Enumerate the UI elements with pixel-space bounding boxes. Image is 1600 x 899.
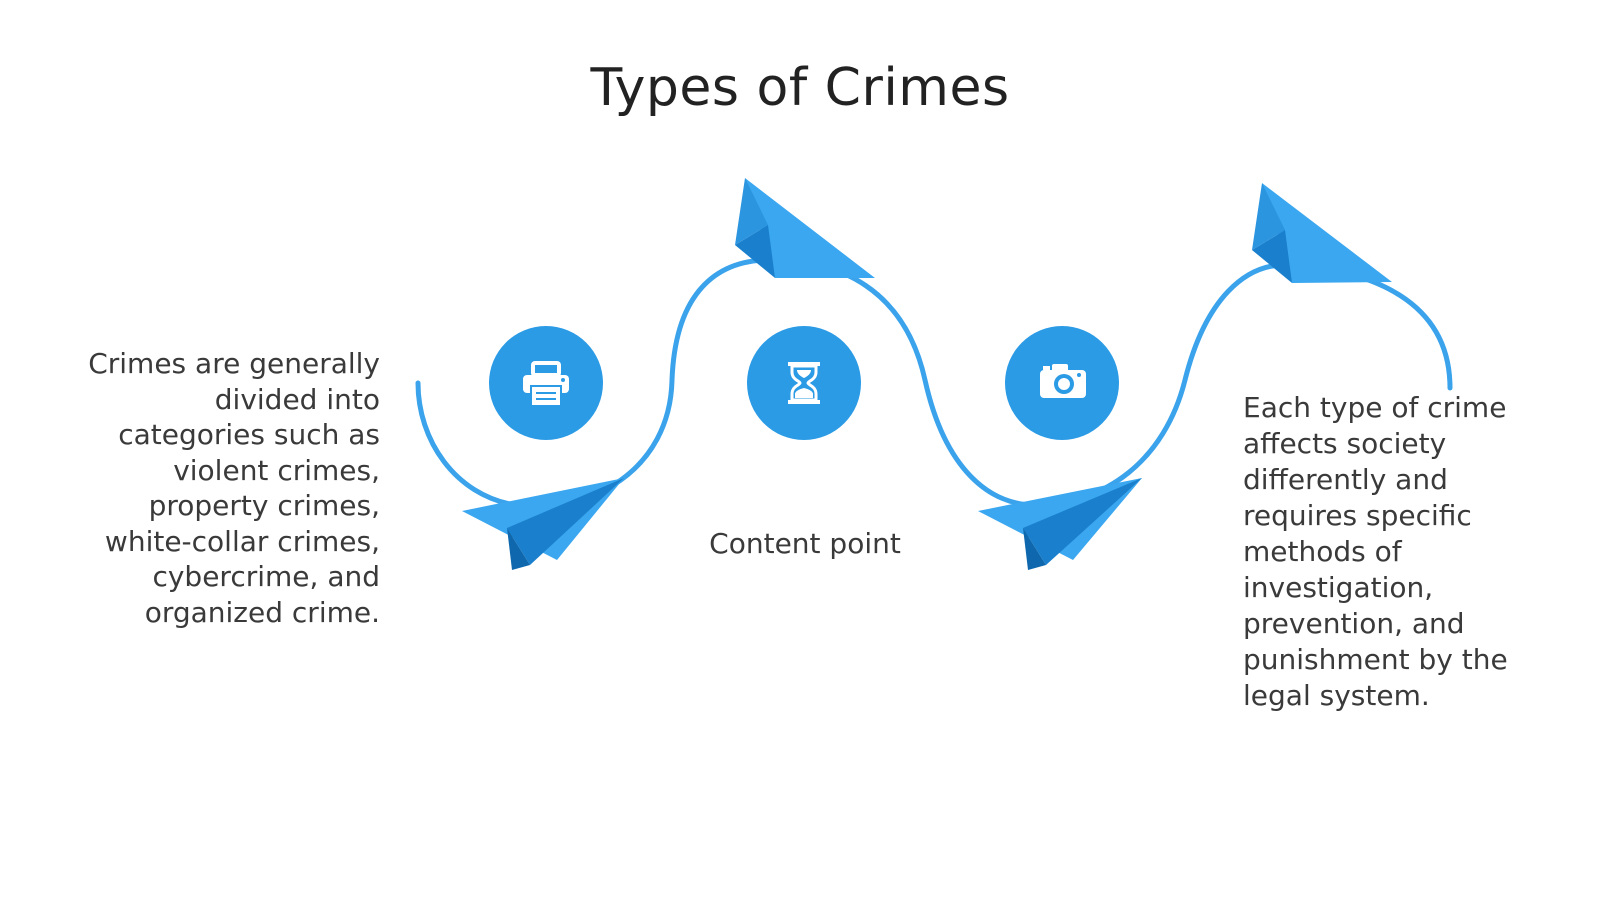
paper-plane-1 bbox=[462, 478, 624, 570]
node-hourglass bbox=[747, 326, 861, 440]
slide-title: Types of Crimes bbox=[590, 58, 1010, 118]
node-camera bbox=[1005, 326, 1119, 440]
right-description: Each type of crime affects society diffe… bbox=[1243, 391, 1508, 712]
paper-plane-3 bbox=[978, 478, 1142, 570]
node-printer bbox=[489, 326, 603, 440]
left-description: Crimes are generally divided into catego… bbox=[88, 347, 380, 629]
paper-plane-2 bbox=[735, 178, 875, 278]
hourglass-icon bbox=[788, 362, 820, 404]
camera-icon bbox=[1040, 364, 1086, 398]
content-point-label: Content point bbox=[709, 527, 901, 560]
paper-plane-4 bbox=[1252, 183, 1392, 283]
printer-icon bbox=[523, 361, 569, 407]
